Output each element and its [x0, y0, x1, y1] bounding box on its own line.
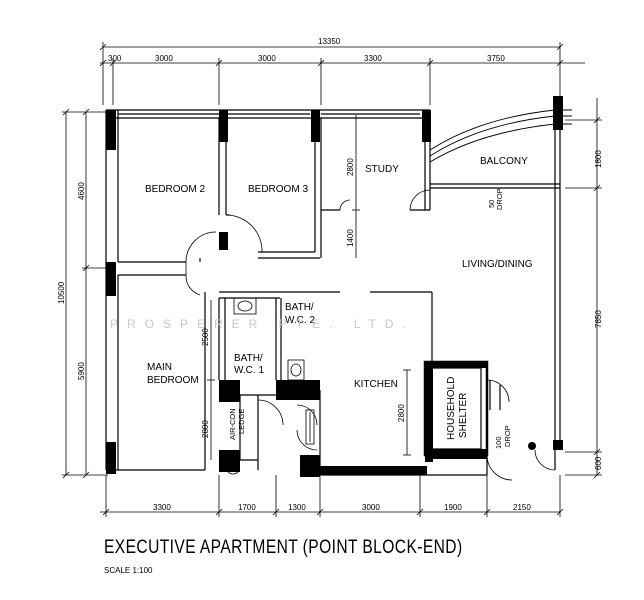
label-bedroom-2: BEDROOM 2 [145, 184, 205, 195]
dim-bottom-2: 1700 [238, 503, 256, 512]
dimension-lines [62, 42, 602, 517]
watermark: PROSPERER PTE. LTD. [110, 317, 415, 331]
dim-top-3: 3000 [258, 54, 276, 63]
dim-top-1: 300 [108, 54, 122, 63]
columns [106, 96, 563, 477]
label-bedroom-3: BEDROOM 3 [248, 184, 308, 195]
label-study: STUDY [365, 164, 399, 175]
dim-bottom-1: 3300 [153, 503, 171, 512]
label-ledge: LEDGE [237, 409, 246, 434]
label-household: HOUSEHOLD [446, 377, 457, 440]
label-bath-2-line2: W.C. 2 [285, 315, 315, 326]
label-aircon: AIR-CON [228, 408, 237, 440]
label-drop-50-text: DROP [495, 188, 504, 210]
label-shelter: SHELTER [458, 393, 469, 438]
dim-inner-1: 2800 [346, 158, 355, 176]
plan-scale: SCALE 1:100 [104, 566, 153, 575]
bath-fixtures [227, 297, 315, 475]
plan-title: EXECUTIVE APARTMENT (POINT BLOCK-END) [104, 537, 463, 558]
label-bath-1-line2: W.C. 1 [234, 365, 264, 376]
dim-left-1: 4600 [77, 182, 86, 200]
dim-inner-4: 2800 [201, 420, 210, 438]
dim-right-2: 7850 [594, 310, 603, 328]
label-balcony: BALCONY [480, 156, 528, 167]
dim-inner-2: 1400 [346, 229, 355, 247]
drain-mark [528, 442, 536, 450]
label-drop-100-text: DROP [503, 425, 512, 447]
label-drop-50-value: 50 [487, 200, 496, 208]
dim-left-total: 10500 [57, 281, 66, 304]
dim-top-2: 3000 [155, 54, 173, 63]
label-drop-100-value: 100 [494, 436, 503, 449]
dim-right-3: 600 [594, 456, 603, 470]
dim-top-4: 3300 [364, 54, 382, 63]
label-kitchen: KITCHEN [354, 379, 398, 390]
dimension-labels: 13350 300 3000 3000 3300 3750 3300 1700 … [57, 37, 603, 512]
dim-bottom-6: 2150 [513, 503, 531, 512]
label-living-dining: LIVING/DINING [462, 259, 533, 270]
dim-inner-3: 2500 [201, 328, 210, 346]
dim-total-width: 13350 [318, 37, 341, 46]
dim-top-5: 3750 [487, 54, 505, 63]
balcony-rail [429, 109, 572, 163]
dim-bottom-3: 1300 [288, 503, 306, 512]
dim-bottom-5: 1900 [444, 503, 462, 512]
dim-left-2: 5900 [77, 362, 86, 380]
room-labels: BEDROOM 2 BEDROOM 3 STUDY BALCONY LIVING… [145, 156, 533, 449]
label-main-bedroom-line1: MAIN [147, 362, 172, 373]
label-bath-2-line1: BATH/ [285, 302, 314, 313]
label-bath-1-line1: BATH/ [234, 353, 263, 364]
dim-inner-5: 2800 [397, 404, 406, 422]
label-main-bedroom-line2: BEDROOM [147, 375, 199, 386]
dim-right-1: 1800 [594, 150, 603, 168]
dim-bottom-4: 3000 [362, 503, 380, 512]
door-swings [185, 189, 556, 481]
